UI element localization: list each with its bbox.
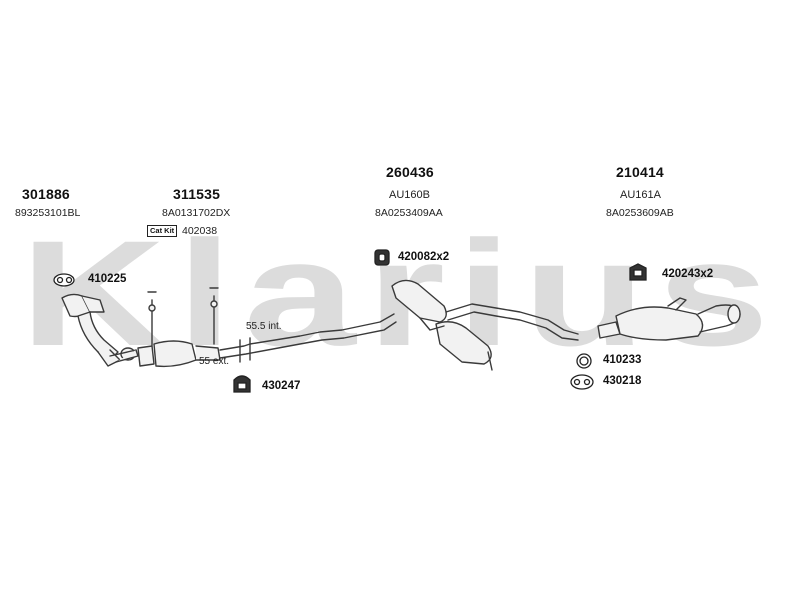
ring-icon <box>576 353 592 369</box>
part-number: 311535 <box>173 186 221 202</box>
dimension-external: 55 ext. <box>199 356 230 367</box>
part-number: 260436 <box>386 164 434 180</box>
accessory-label: 410225 <box>88 273 127 285</box>
part-number: 210414 <box>616 164 664 180</box>
accessory-label: 430218 <box>603 375 642 387</box>
accessory-label: 420243x2 <box>662 268 714 280</box>
cat-kit-ref: 402038 <box>182 225 218 237</box>
part-ref: AU160B <box>389 189 430 201</box>
accessory-label: 420082x2 <box>398 251 450 263</box>
gasket-icon <box>53 273 75 287</box>
cat-kit-badge: Cat Kit <box>147 225 178 237</box>
rear-silencer <box>597 297 741 341</box>
clamp-icon <box>233 375 251 393</box>
rubber-mount-icon <box>374 249 390 266</box>
part-ref: 893253101BL <box>15 207 81 219</box>
accessory-label: 410233 <box>603 354 642 366</box>
bracket-icon <box>629 263 647 281</box>
intermediate-pipe <box>219 313 397 363</box>
part-ref: 8A0253409AA <box>375 207 443 219</box>
front-pipe <box>61 293 139 367</box>
centre-silencer <box>391 279 579 371</box>
part-number: 301886 <box>22 186 70 202</box>
accessory-label: 430247 <box>262 380 301 392</box>
gasket-icon <box>570 374 594 390</box>
part-ref: 8A0253609AB <box>606 207 674 219</box>
catalytic-converter <box>137 287 221 368</box>
dimension-internal: 55.5 int. <box>246 321 282 332</box>
part-ref: 8A0131702DX <box>162 207 231 219</box>
part-ref: AU161A <box>620 189 661 201</box>
